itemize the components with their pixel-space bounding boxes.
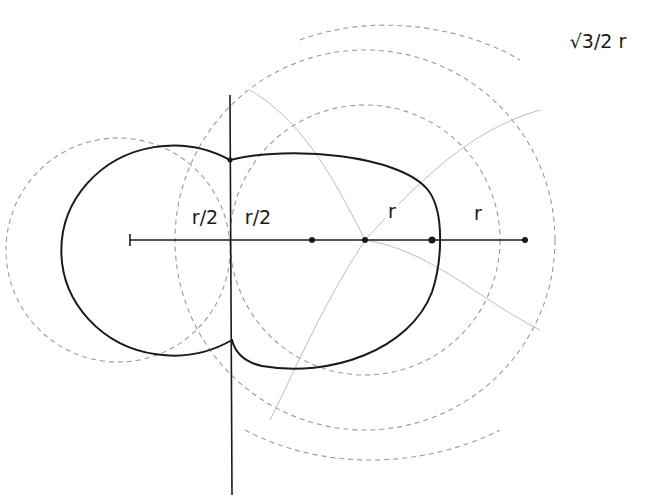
outline-left-lobe <box>61 146 232 356</box>
dimension-label: √3/2 r <box>567 31 630 53</box>
field-line <box>365 110 540 240</box>
field-line <box>270 240 365 420</box>
field-line <box>365 240 540 330</box>
point-dot <box>362 237 368 243</box>
dimension-label: r/2 <box>242 207 274 229</box>
tick-mark <box>129 234 131 246</box>
point-dot <box>228 158 233 163</box>
vertical-axis <box>230 95 232 495</box>
point-dot <box>309 237 315 243</box>
dashed-arc <box>245 430 500 460</box>
dimension-label: r <box>385 201 399 223</box>
dashed-arc <box>300 25 520 60</box>
dimension-label: r/2 <box>189 207 221 229</box>
point-dot <box>429 237 436 244</box>
outline-right-lobe <box>230 153 440 368</box>
dimension-label: r <box>471 203 485 225</box>
point-dot <box>522 237 528 243</box>
field-lines <box>250 90 540 420</box>
axis-line <box>130 239 525 241</box>
construction-circles <box>6 25 555 460</box>
